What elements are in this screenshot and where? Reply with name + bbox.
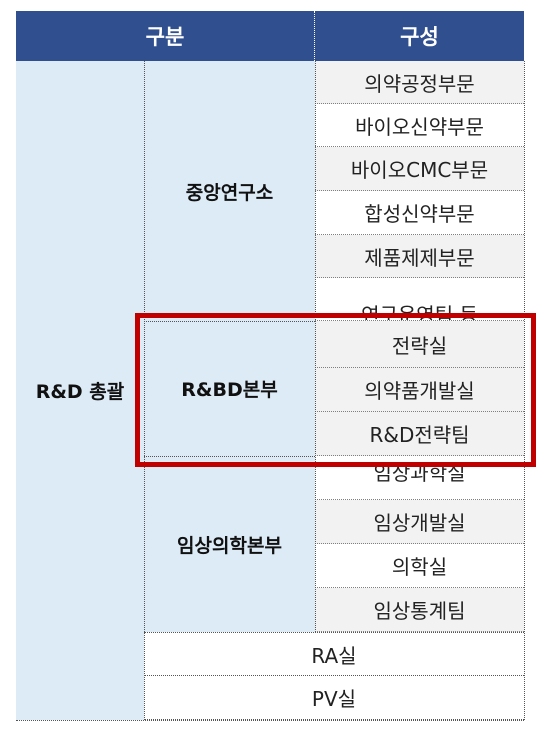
grid-line (144, 321, 315, 322)
unit-row: 의약품개발실 (315, 368, 524, 412)
grid-line (144, 61, 145, 720)
unit-row: 합성신약부문 (315, 191, 524, 235)
unit-row: 의학실 (315, 544, 524, 588)
grid-line (144, 456, 315, 457)
grid-line (315, 61, 316, 632)
unit-row: R&D전략팀 (315, 412, 524, 456)
unit-label: 임상과학실 (373, 461, 466, 485)
grid-line (524, 61, 525, 720)
header-composition: 구성 (315, 11, 524, 61)
unit-row: 의약공정부문 (315, 61, 524, 104)
unit-label: 연구운영팀 등 (361, 303, 478, 321)
grid-line (16, 720, 524, 721)
unit-row: 제품제제부문 (315, 235, 524, 278)
top-group-cell: R&D 총괄 (16, 61, 144, 720)
standalone-ra: RA실 (144, 632, 524, 676)
unit-row: 전략실 (315, 321, 524, 368)
unit-row: 연구운영팀 등 (315, 278, 524, 321)
division-central-lab: 중앙연구소 (144, 61, 315, 321)
unit-row: 임상과학실 (315, 456, 524, 500)
unit-row: 바이오신약부문 (315, 104, 524, 147)
standalone-pv: PV실 (144, 676, 524, 720)
division-rbd: R&BD본부 (144, 321, 315, 456)
unit-row: 바이오CMC부문 (315, 147, 524, 191)
unit-row: 임상개발실 (315, 500, 524, 544)
unit-row: 임상통계팀 (315, 588, 524, 632)
division-clinical: 임상의학본부 (144, 456, 315, 632)
header-category: 구분 (16, 11, 315, 61)
